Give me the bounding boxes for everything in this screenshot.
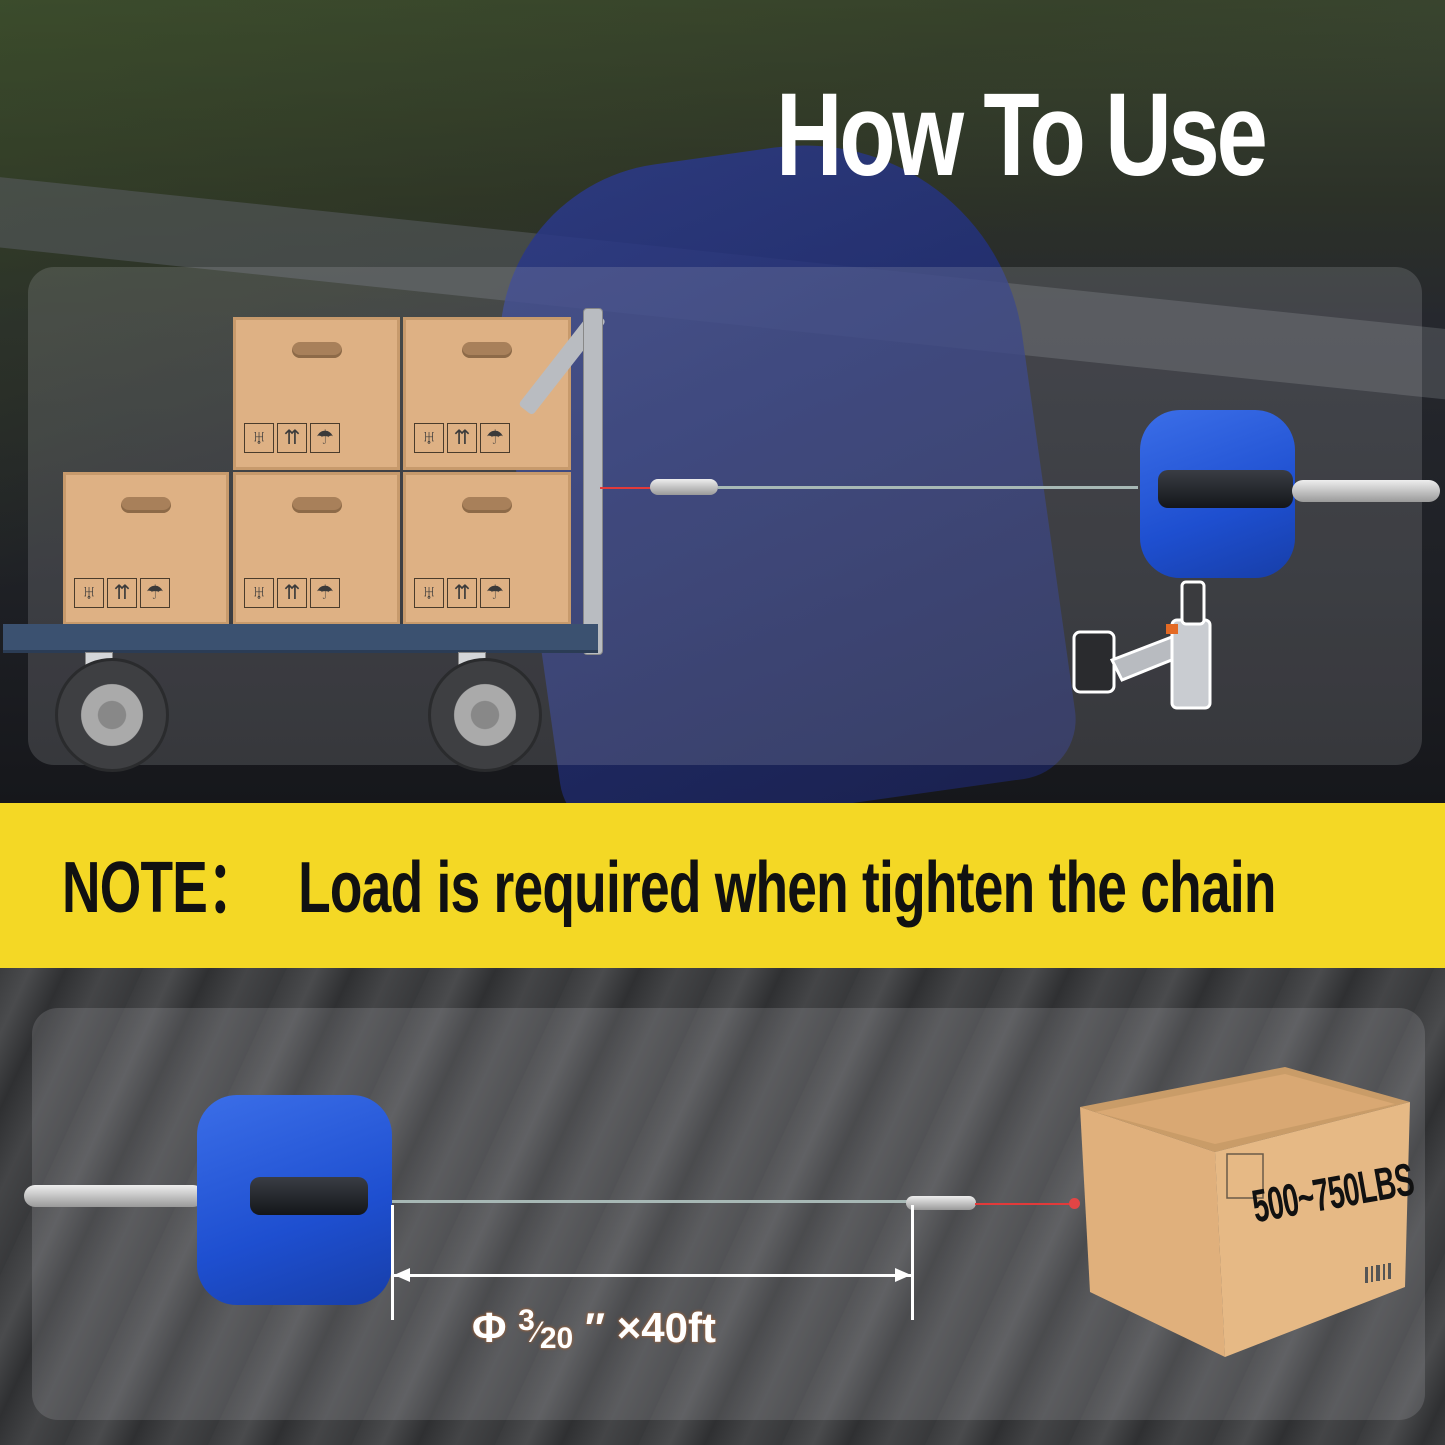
this-way-up-icon: ⇈: [277, 423, 307, 453]
fragile-glass-icon: ♅: [414, 578, 444, 608]
fragile-glass-icon: ♅: [74, 578, 104, 608]
this-way-up-icon: ⇈: [447, 423, 477, 453]
fragile-glass-icon: ♅: [244, 578, 274, 608]
measure-arrow: [394, 1274, 911, 1277]
box-handle: [462, 497, 512, 513]
note-text: NOTE： Load is required when tighten the c…: [62, 848, 1276, 928]
box-icons: ♅ ⇈ ☂: [414, 578, 510, 608]
box-handle: [291, 497, 342, 513]
box-icons: ♅ ⇈ ☂: [244, 423, 340, 453]
arrow-right-icon: [895, 1268, 911, 1282]
fragile-glass-icon: ♅: [244, 423, 274, 453]
winch-cable: [392, 1200, 912, 1203]
keep-dry-umbrella-icon: ☂: [140, 578, 170, 608]
cable-spec: Φ 3⁄20 ″ ×40ft: [472, 1304, 716, 1355]
cardboard-box: ♅ ⇈ ☂: [233, 317, 400, 470]
diameter-symbol: Φ: [472, 1304, 507, 1351]
hoist-grip: [1158, 470, 1293, 508]
fragile-glass-icon: ♅: [414, 423, 444, 453]
measure-tick-right: [911, 1205, 914, 1320]
box-handle: [462, 342, 512, 358]
box-icons: ♅ ⇈ ☂: [244, 578, 340, 608]
swivel-hook-icon: [1292, 480, 1440, 502]
this-way-up-icon: ⇈: [447, 578, 477, 608]
keep-dry-umbrella-icon: ☂: [310, 423, 340, 453]
keep-dry-umbrella-icon: ☂: [480, 423, 510, 453]
note-banner: [0, 803, 1445, 968]
fraction-denominator: 20: [539, 1322, 574, 1355]
red-strap: [975, 1203, 1075, 1205]
cardboard-box: ♅ ⇈ ☂: [233, 472, 400, 625]
note-label: NOTE：: [62, 848, 260, 928]
this-way-up-icon: ⇈: [107, 578, 137, 608]
cart-handle: [583, 308, 603, 655]
cordless-drill-icon: [1072, 580, 1212, 710]
measure-tick-left: [391, 1205, 394, 1320]
inch-mark: ″: [584, 1304, 606, 1351]
box-handle: [291, 342, 342, 358]
keep-dry-umbrella-icon: ☂: [310, 578, 340, 608]
attachment-point: [1069, 1198, 1080, 1209]
red-strap: [600, 487, 655, 489]
cable-hook-icon: [650, 479, 718, 495]
hoist-grip: [250, 1177, 368, 1215]
winch-cable: [718, 486, 1138, 489]
note-message: Load is required when tighten the chain: [298, 848, 1276, 928]
cable-hook-icon: [906, 1196, 976, 1210]
cart-wheel: [428, 658, 542, 772]
cardboard-box: ♅ ⇈ ☂: [403, 472, 571, 625]
box-icons: ♅ ⇈ ☂: [74, 578, 170, 608]
keep-dry-umbrella-icon: ☂: [480, 578, 510, 608]
box-handle: [121, 497, 171, 513]
cable-length: 40ft: [641, 1304, 716, 1351]
times-sign: ×: [616, 1304, 642, 1351]
arrow-left-icon: [394, 1268, 410, 1282]
cardboard-box: ♅ ⇈ ☂: [63, 472, 229, 625]
page-title: How To Use: [776, 69, 1268, 201]
cart-deck: [3, 624, 598, 653]
cart-wheel: [55, 658, 169, 772]
box-icons: ♅ ⇈ ☂: [414, 423, 510, 453]
fraction-numerator: 3: [518, 1304, 535, 1337]
this-way-up-icon: ⇈: [277, 578, 307, 608]
load-box-icon: [1080, 1067, 1410, 1357]
swivel-hook-icon: [24, 1185, 204, 1207]
